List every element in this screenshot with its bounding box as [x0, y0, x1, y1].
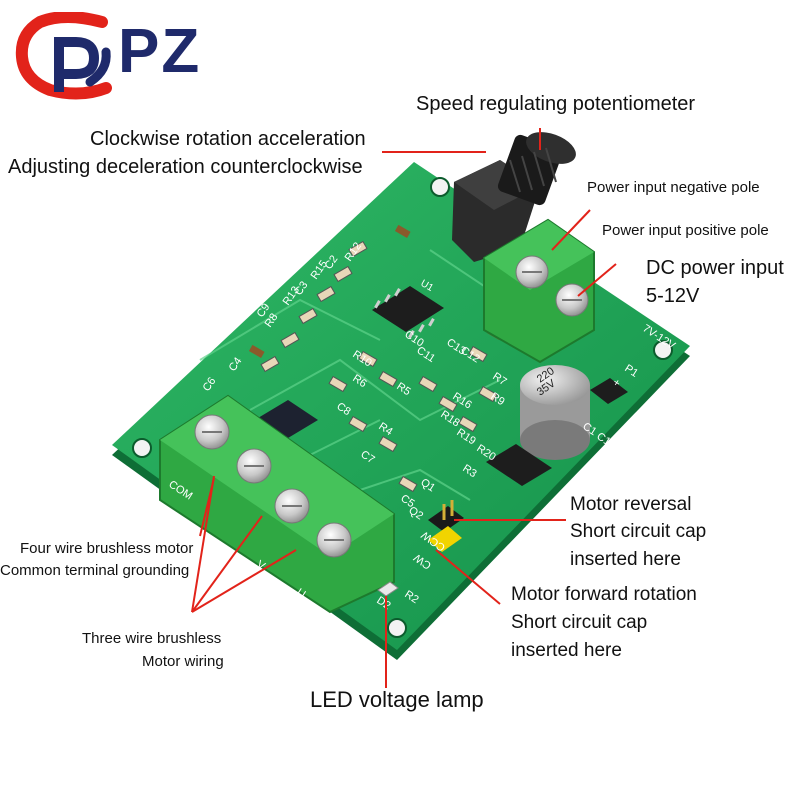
label-forward-2: Short circuit cap — [511, 612, 648, 633]
motor-terminal-block[interactable] — [159, 394, 395, 614]
label-reversal-1: Motor reversal — [570, 494, 692, 515]
callout-lines — [191, 128, 617, 688]
label-speed-potentiometer: Speed regulating potentiometer — [416, 93, 696, 115]
regulator-component — [486, 378, 628, 486]
label-forward-3: inserted here — [511, 640, 622, 661]
label-reversal-3: inserted here — [570, 549, 681, 570]
speed-potentiometer[interactable] — [452, 126, 580, 262]
label-cw-acceleration: Clockwise rotation acceleration — [90, 128, 366, 150]
label-forward-1: Motor forward rotation — [511, 584, 697, 605]
mount-hole — [132, 438, 152, 458]
direction-jumper[interactable] — [428, 500, 464, 552]
label-power-negative: Power input negative pole — [587, 179, 760, 196]
brand-name: PZ — [118, 17, 202, 86]
label-power-positive: Power input positive pole — [602, 222, 769, 239]
label-three-wire-2: Motor wiring — [142, 653, 224, 670]
brand-logo — [10, 11, 210, 102]
label-reversal-2: Short circuit cap — [570, 521, 707, 542]
smd-components — [260, 240, 498, 493]
led-lamp — [377, 581, 399, 597]
label-ccw-deceleration: Adjusting deceleration counterclockwise — [8, 156, 363, 178]
mount-hole — [387, 618, 407, 638]
label-dc-power: DC power input — [646, 257, 784, 279]
driver-ic — [258, 400, 318, 438]
label-three-wire-1: Three wire brushless — [82, 630, 222, 647]
label-led-lamp: LED voltage lamp — [310, 687, 484, 712]
plus-marking: + — [610, 376, 622, 390]
mount-hole — [653, 340, 673, 360]
brand-mark-icon — [15, 11, 112, 100]
u1-chip: U1 — [372, 278, 444, 339]
label-four-wire-2: Common terminal grounding — [0, 562, 190, 579]
power-terminal-block[interactable] — [483, 218, 595, 364]
label-four-wire-1: Four wire brushless motor — [20, 540, 194, 557]
label-dc-voltage: 5-12V — [646, 285, 700, 307]
electrolytic-capacitor: 220 35V — [520, 365, 590, 460]
mount-hole — [430, 177, 450, 197]
